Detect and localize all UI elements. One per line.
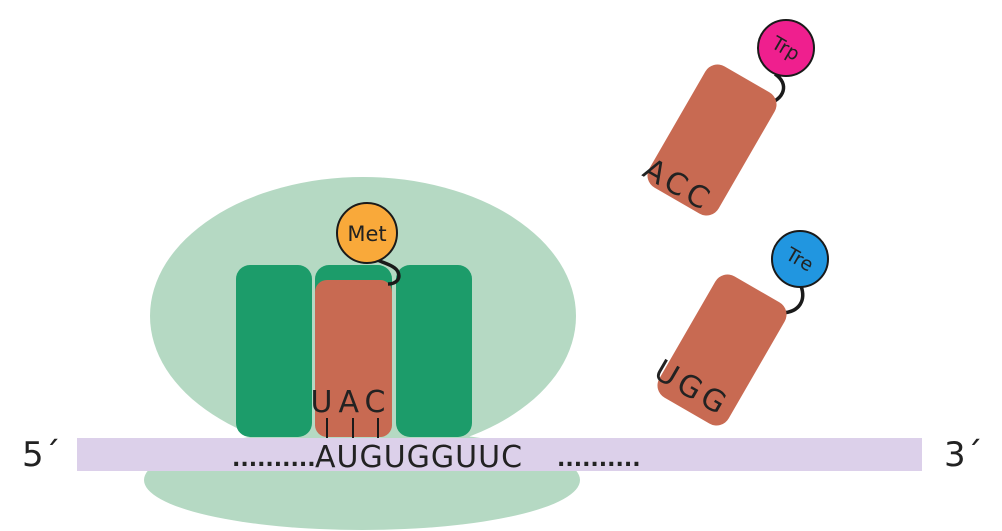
codon-anticodon-pairing-lines: [326, 418, 379, 438]
trp-amino-acid-circle: [757, 19, 815, 77]
tre-trna-body: [657, 274, 787, 426]
mrna-three-prime-label: 3´: [944, 435, 983, 475]
bound-trna: Met UAC: [311, 202, 401, 438]
met-amino-acid-circle: [336, 202, 398, 264]
mrna-right-dots: ..........: [557, 447, 641, 472]
mrna-strand: [77, 438, 922, 471]
mrna-five-prime-label: 5´: [22, 435, 61, 475]
ribosome-site-left: [236, 265, 312, 437]
free-trna-tre: UGG Tre: [648, 230, 829, 426]
free-trna-trp: ACC Trp: [637, 19, 815, 219]
tre-amino-acid-circle: [771, 230, 829, 288]
mrna-left-dots: ..........: [232, 447, 316, 472]
mrna-sequence: AUGUGGUUC: [315, 440, 523, 475]
ribosome-site-right: [396, 265, 472, 437]
bound-trna-anticodon: UAC: [311, 385, 392, 420]
bound-trna-body: [315, 280, 392, 437]
trp-trna-body: [647, 64, 777, 216]
met-amino-acid-label: Met: [347, 222, 386, 246]
mrna: 5´ 3´ .......... AUGUGGUUC ..........: [22, 435, 983, 475]
